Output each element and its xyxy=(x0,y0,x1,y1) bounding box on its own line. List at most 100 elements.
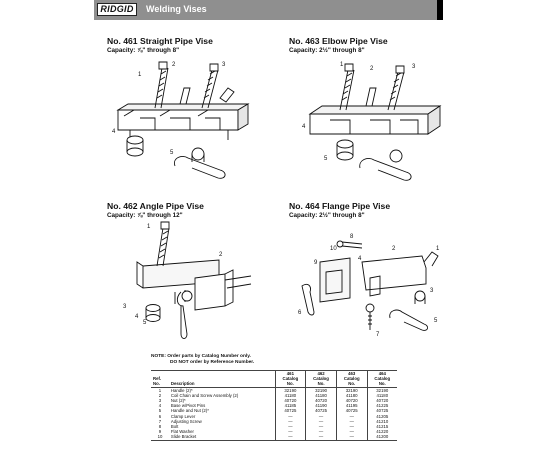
description-cell: Coil Chain and Screw Assembly (2) xyxy=(170,392,239,398)
catalog-cell-463: — xyxy=(335,429,368,435)
callout-464-8: 8 xyxy=(350,234,354,240)
catalog-cell-461: — xyxy=(274,418,306,425)
callout-464-1: 1 xyxy=(436,246,440,252)
capacity-464: Capacity: 2½" through 8" xyxy=(289,212,365,219)
ref-cell: 10 xyxy=(151,434,169,441)
catalog-cell-462: 40720 xyxy=(305,398,337,404)
catalog-cell-461: 32190 xyxy=(274,387,306,393)
catalog-cell-463: 32190 xyxy=(335,387,368,393)
callout-462-2: 2 xyxy=(219,252,223,258)
catalog-cell-463: 40720 xyxy=(335,398,368,404)
chain-462 xyxy=(157,222,169,266)
catalog-cell-464: 41215 xyxy=(366,424,397,430)
callout-464-4: 4 xyxy=(358,256,362,262)
catalog-cell-464: 40720 xyxy=(366,398,397,404)
callout-461-5: 5 xyxy=(170,150,174,156)
page-title: Welding Vises xyxy=(146,4,207,14)
callout-461-4: 4 xyxy=(112,129,116,135)
model-header-462: 462 xyxy=(305,370,337,377)
drawing-461: 1 2 3 4 5 xyxy=(112,58,260,183)
catalog-cell-463: 40725 xyxy=(335,408,368,414)
catalog-cell-461: 41180 xyxy=(274,392,306,399)
table-model-row: 461 462 463 464 xyxy=(151,370,397,377)
callout-464-3: 3 xyxy=(430,288,434,294)
catalog-cell-462: 40725 xyxy=(305,408,337,414)
ref-cell: 6 xyxy=(158,413,162,419)
catalog-cell-462: — xyxy=(305,434,337,441)
model-header-461: 461 xyxy=(274,370,306,377)
ref-cell: 7 xyxy=(158,418,162,424)
description-cell: Flat Washer xyxy=(170,429,194,435)
slide-bracket-464 xyxy=(320,258,350,302)
catalog-cell-464: 41225 xyxy=(366,403,397,409)
title-464: No. 464 Flange Pipe Vise xyxy=(289,201,391,211)
model-header-464: 464 xyxy=(366,370,397,377)
catalog-label-464: Catalog xyxy=(374,376,391,382)
catalog-cell-461: — xyxy=(274,424,306,430)
catalog-cell-462: — xyxy=(305,424,337,430)
catalog-cell-462: — xyxy=(305,418,337,425)
drawing-462: 1 2 3 4 5 xyxy=(123,222,265,347)
catalog-cell-464: 41205 xyxy=(366,413,397,419)
callout-461-3: 3 xyxy=(222,62,226,68)
catalog-cell-462: 32190 xyxy=(305,387,337,393)
catalog-cell-464: 41220 xyxy=(366,429,397,435)
title-461: No. 461 Straight Pipe Vise xyxy=(107,36,213,46)
chain-left-463 xyxy=(340,64,354,110)
description-cell: Handle (2)* xyxy=(170,387,193,393)
ref-cell: 8 xyxy=(158,424,162,430)
catalog-cell-462: — xyxy=(305,429,337,435)
catalog-label-462: Catalog xyxy=(313,376,329,382)
ref-cell: 4 xyxy=(158,403,162,409)
description-cell: Adjusting Screw xyxy=(170,418,202,424)
catalog-cell-461: — xyxy=(274,434,306,441)
callout-463-4: 4 xyxy=(302,124,306,130)
ref-header: Ref. xyxy=(153,376,162,382)
callout-462-4: 4 xyxy=(135,314,139,320)
nut-461 xyxy=(127,136,143,156)
catalog-cell-462: 41180 xyxy=(305,392,337,399)
handle-nut-461 xyxy=(174,148,225,178)
logo-text: RIDGID xyxy=(100,4,134,14)
catalog-cell-463: 41180 xyxy=(335,392,368,399)
catalog-cell-463: 41195 xyxy=(335,403,368,409)
callout-464-7: 7 xyxy=(376,332,380,338)
no-label-463: No. xyxy=(348,381,356,387)
no-header: No. xyxy=(153,381,160,387)
handle-nut-463 xyxy=(360,150,411,180)
callout-462-1: 1 xyxy=(147,224,151,230)
chain-right-463 xyxy=(388,66,404,110)
note-line-1: NOTE: Order parts by Catalog Number only… xyxy=(151,354,251,359)
no-label-464: No. xyxy=(378,381,386,387)
capacity-463: Capacity: 2½" through 8" xyxy=(289,47,365,54)
header-band xyxy=(94,0,437,20)
drawing-463: 1 2 3 4 5 xyxy=(302,62,450,183)
no-label-462: No. xyxy=(317,381,325,387)
chain-right-461 xyxy=(202,64,218,108)
description-cell: Slide Bracket xyxy=(168,434,276,441)
title-462: No. 462 Angle Pipe Vise xyxy=(107,201,204,211)
description-cell: Base w/Pivot Pins xyxy=(170,403,206,409)
description-cell: Nut (2)* xyxy=(170,398,186,404)
nut-462 xyxy=(146,305,160,322)
catalog-cell-464: 41210 xyxy=(366,418,397,425)
callout-464-5: 5 xyxy=(434,318,438,324)
ref-cell: 9 xyxy=(158,429,162,435)
nut-463 xyxy=(337,140,353,160)
catalog-cell-464: 40725 xyxy=(366,408,397,414)
callout-461-1: 1 xyxy=(138,72,142,78)
catalog-label-461: Catalog xyxy=(282,376,299,382)
catalog-cell-461: 40725 xyxy=(274,408,306,414)
callout-462-3: 3 xyxy=(123,304,127,310)
description-header: Description xyxy=(170,381,195,387)
ridgid-logo: RIDGID xyxy=(97,3,137,16)
callout-464-2: 2 xyxy=(392,246,396,252)
